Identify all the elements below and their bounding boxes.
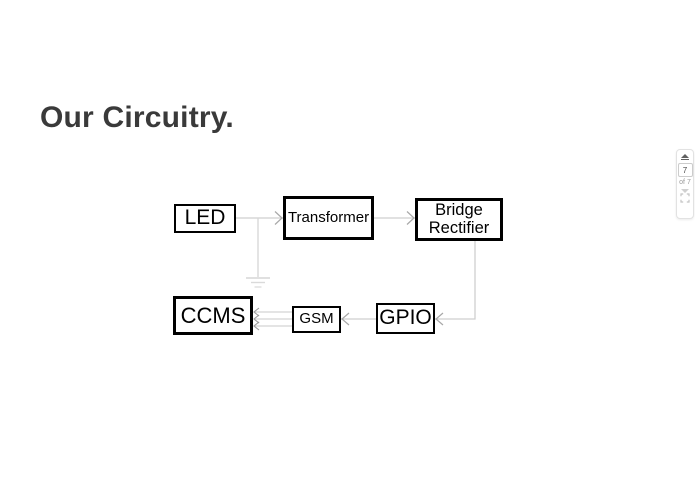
diagram-box-transformer: Transformer <box>283 196 374 240</box>
diagram-box-ccms: CCMS <box>173 296 253 335</box>
fullscreen-button[interactable] <box>680 193 690 203</box>
diagram-box-bridge-rectifier: Bridge Rectifier <box>415 198 503 241</box>
connector-ground <box>246 218 270 288</box>
connector-led-transformer <box>236 211 283 225</box>
connector-gsm-ccms <box>253 307 292 331</box>
connector-bridge-gpio <box>435 241 476 326</box>
down-triangle-icon <box>681 189 689 193</box>
diagram-box-led: LED <box>174 204 236 233</box>
page-navigator: 7 of 7 <box>676 149 694 219</box>
page-total-label: of 7 <box>679 179 691 186</box>
expand-icon <box>680 193 690 203</box>
connector-transformer-bridge <box>374 211 415 225</box>
next-page-button[interactable] <box>681 186 689 193</box>
up-triangle-icon <box>681 154 689 158</box>
up-triangle-baseline <box>681 159 689 160</box>
current-page-input[interactable]: 7 <box>677 163 693 177</box>
diagram-box-gpio: GPIO <box>376 303 435 334</box>
connector-gpio-gsm <box>341 312 376 326</box>
diagram-box-gsm: GSM <box>292 306 341 333</box>
slide-title: Our Circuitry. <box>40 101 234 134</box>
previous-page-button[interactable] <box>681 154 689 160</box>
